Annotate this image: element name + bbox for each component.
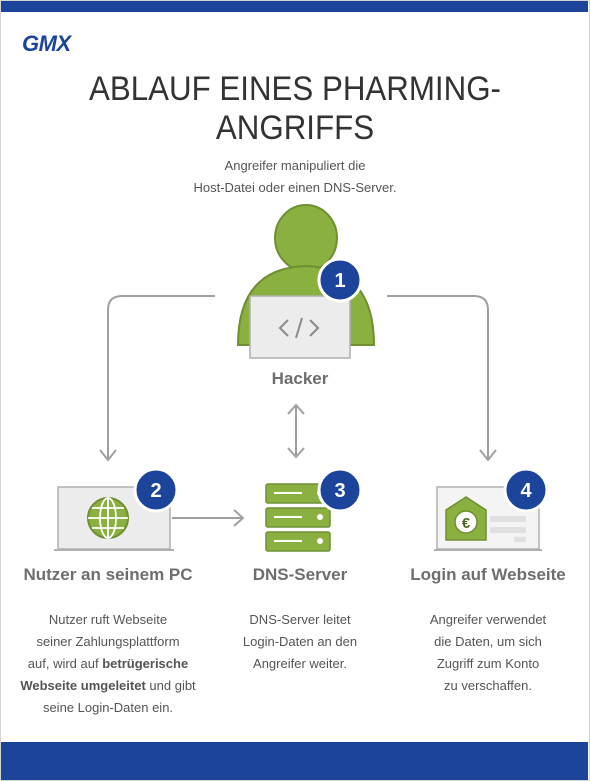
step-2-desc-line-5: seine Login-Daten ein. (42, 700, 174, 715)
step-4-description: Angreifer verwendet die Daten, um sich Z… (398, 609, 578, 697)
svg-text:2: 2 (150, 480, 161, 502)
connector-lines (99, 295, 497, 527)
step-4-desc-line-3: Zugriff zum Konto (436, 656, 540, 671)
step-2-desc-line-4: Webseite umgeleitet und gibt (12, 675, 204, 697)
step-2-label: Nutzer an seinem PC (23, 565, 193, 584)
arrow-hacker-to-pc (107, 295, 215, 458)
step-2-description: Nutzer ruft Webseite seiner Zahlungsplat… (12, 609, 204, 719)
gmx-logo: GMX (22, 31, 71, 56)
step-2-desc-text-b: und gibt (145, 678, 196, 693)
bottom-bar (1, 742, 588, 780)
step-4-desc-line-4: zu verschaffen. (444, 678, 532, 693)
svg-text:€: € (462, 515, 471, 532)
hacker-note-line-2: Host-Datei oder einen DNS-Server. (193, 180, 397, 195)
globe-icon (87, 497, 129, 539)
arrowhead-dns (233, 509, 245, 527)
svg-text:1: 1 (334, 270, 345, 292)
step-3-label: DNS-Server (252, 565, 348, 584)
step-2-desc-bold-a: betrügerische (102, 656, 189, 671)
step-3-description: DNS-Server leitet Login-Daten an den Ang… (200, 609, 400, 675)
badge-3: 3 (317, 467, 363, 513)
badge-2: 2 (133, 467, 179, 513)
arrowhead-pc (99, 449, 117, 462)
step-3-desc-line-1: DNS-Server leitet (249, 612, 351, 627)
bank-website-icon: € (434, 486, 542, 551)
hacker-note: Angreifer manipuliert die Host-Datei ode… (180, 155, 410, 199)
page-title: ABLAUF EINES PHARMING-ANGRIFFS (89, 70, 501, 147)
arrowhead-down (287, 447, 305, 459)
step-2-desc-line-1: Nutzer ruft Webseite (48, 612, 168, 627)
badge-1: 1 (317, 257, 363, 303)
step-3-desc-line-3: Angreifer weiter. (253, 656, 347, 671)
step-2-desc-bold-b: Webseite umgeleitet (20, 678, 146, 693)
hacker-laptop-icon (249, 295, 351, 359)
arrowhead-login (479, 449, 497, 462)
step-3-desc-line-2: Login-Daten an den (242, 634, 358, 649)
badge-4: 4 (503, 467, 549, 513)
step-2-desc-text-a: auf, wird auf (27, 656, 103, 671)
step-2-desc-line-3: auf, wird auf betrügerische (12, 653, 204, 675)
euro-icon (454, 510, 478, 534)
arrowhead-up (287, 403, 305, 415)
step-2-desc-line-2: seiner Zahlungsplattform (36, 634, 180, 649)
step-4-label: Login auf Webseite (410, 565, 566, 584)
dns-server-icon (265, 483, 331, 552)
hacker-note-line-1: Angreifer manipuliert die (224, 158, 366, 173)
top-bar (1, 1, 588, 12)
step-4-desc-line-1: Angreifer verwendet (429, 612, 547, 627)
svg-text:3: 3 (334, 480, 345, 502)
step-4-desc-line-2: die Daten, um sich (434, 634, 542, 649)
hacker-label: Hacker (271, 369, 329, 388)
svg-text:4: 4 (520, 480, 532, 502)
arrow-hacker-to-login (387, 295, 489, 458)
